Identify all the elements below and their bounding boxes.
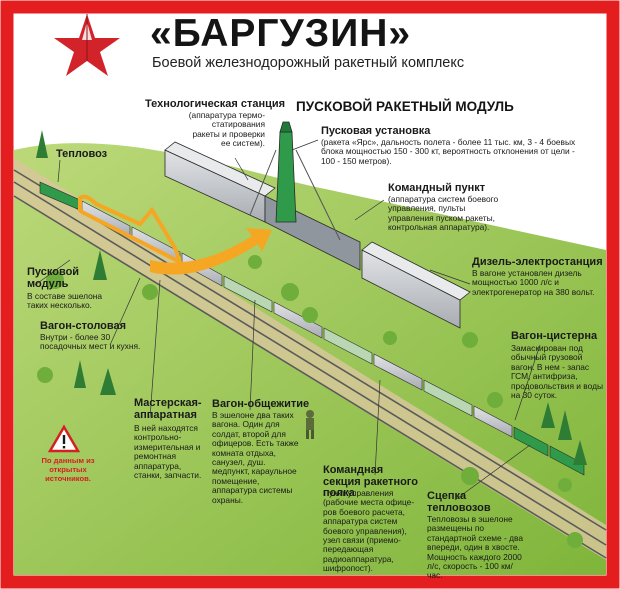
- launcher-desc: (ракета «Ярс», дальность полета - более …: [321, 137, 576, 166]
- main-subtitle: Боевой железнодорожный ракетный комплекс: [152, 55, 465, 71]
- trees: [36, 130, 587, 548]
- command-post-desc: (аппаратура систем боевого управления, п…: [388, 194, 499, 233]
- red-star-emblem-icon: [54, 14, 120, 76]
- launch-module-title: Пусковой модуль: [27, 266, 80, 290]
- tank-car-desc: Замаскирован под обычный грузовой вагон.…: [511, 343, 604, 401]
- launcher-title: Пусковая установка: [321, 125, 431, 137]
- zoom-arrow: [150, 228, 272, 275]
- tech-station-title: Технологическая станция: [145, 98, 286, 110]
- dormitory-title: Вагон-общежитие: [212, 398, 310, 410]
- dormitory-desc: В эшелоне два таких вагона. Один для сол…: [212, 410, 299, 505]
- diesel-station-desc: В вагоне установлен дизель мощностью 100…: [472, 268, 595, 297]
- launch-module-desc: В составе эшелона таких несколько.: [27, 291, 103, 311]
- diesel-station-title: Дизель-электростанция: [472, 256, 603, 268]
- command-post-title: Командный пункт: [388, 182, 486, 194]
- coupling-desc: Тепловозы в эшелоне размещены по стандар…: [427, 514, 524, 581]
- command-section-desc: Пункт управления (рабочие места офице- р…: [323, 488, 415, 574]
- command-section-title: Командная секция ракетного полка: [323, 464, 418, 500]
- source-note: По данным из открытых источников.: [41, 456, 95, 484]
- workshop-desc: В ней находятся контрольно- измерительна…: [134, 423, 202, 481]
- railway-track: [13, 169, 607, 559]
- warning-triangle-icon: [47, 424, 81, 453]
- coupling-title: Сцепка тепловозов: [427, 490, 491, 514]
- dining-car-desc: Внутри - более 30 посадочных мест и кухн…: [40, 332, 141, 352]
- workshop-title: Мастерская-аппаратная: [134, 397, 202, 421]
- rail-embankment: [14, 158, 606, 560]
- tech-station-desc: (аппаратура термо- статирования ракеты и…: [188, 110, 265, 149]
- launch-module-highlight: [78, 194, 184, 267]
- module-title: ПУСКОВОЙ РАКЕТНЫЙ МОДУЛЬ: [296, 99, 514, 114]
- soldier-figure-icon: [306, 410, 314, 439]
- leader-lines: [34, 139, 541, 501]
- main-title: «БАРГУЗИН»: [150, 12, 412, 55]
- enlarged-launch-module: [164, 121, 471, 329]
- tank-car-title: Вагон-цистерна: [511, 330, 598, 342]
- dining-car-title: Вагон-столовая: [40, 320, 127, 332]
- locomotive-title: Тепловоз: [56, 148, 108, 160]
- train-consist: [39, 181, 585, 476]
